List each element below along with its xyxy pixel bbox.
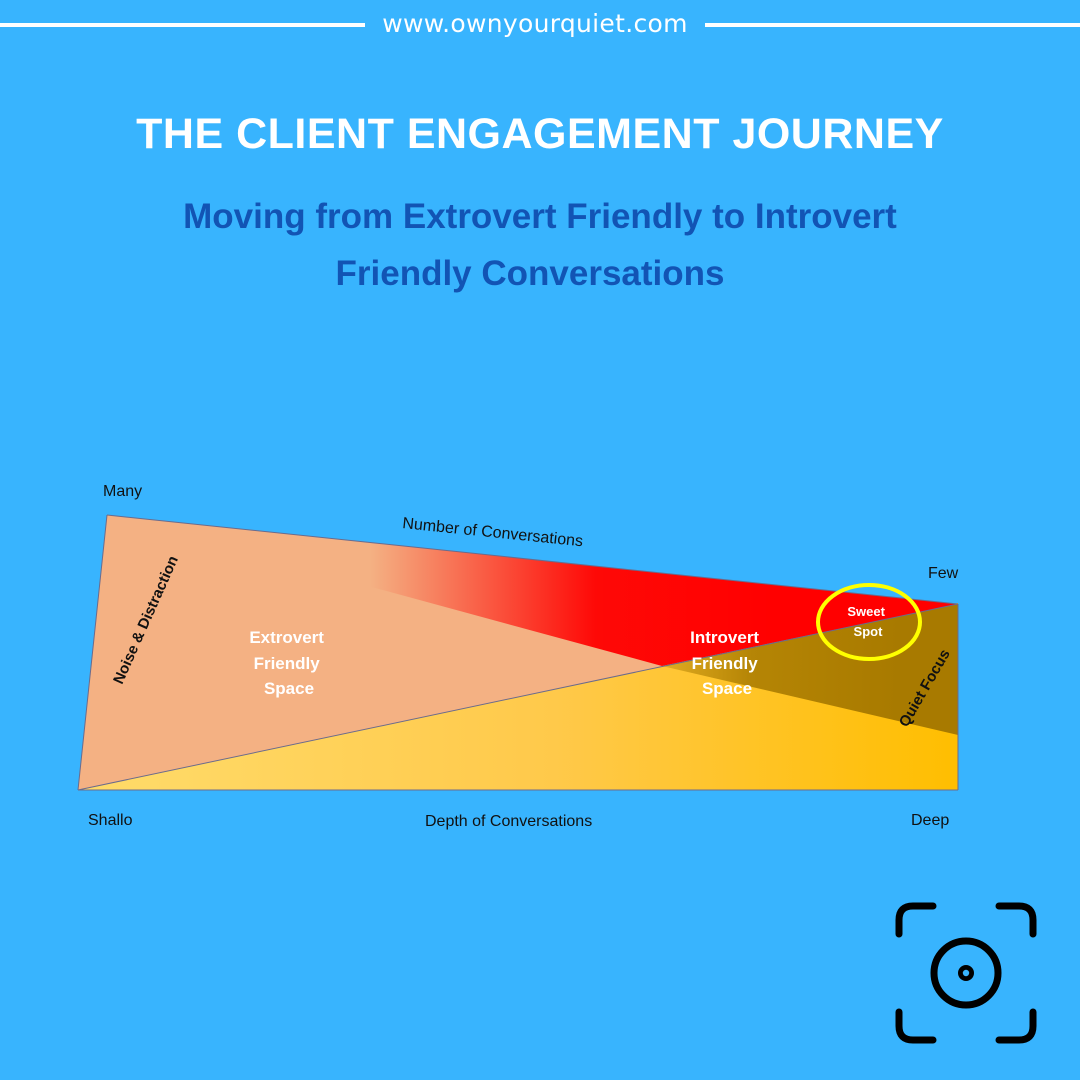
introvert-space-line-1: Introvert xyxy=(690,628,759,647)
sweet-spot-ring xyxy=(816,583,922,661)
extrovert-space-label: Extrovert Friendly Space xyxy=(249,628,328,698)
extrovert-space-line-1: Extrovert xyxy=(249,628,324,647)
extrovert-space-line-2: Friendly xyxy=(254,654,321,673)
sweet-spot-line-2: Spot xyxy=(854,624,884,639)
label-shallow: Shallo xyxy=(88,812,133,829)
header-rule-right xyxy=(705,23,1080,27)
sweet-spot-line-1: Sweet xyxy=(847,604,885,619)
site-url[interactable]: www.ownyourquiet.com xyxy=(382,9,688,38)
introvert-space-line-3: Space xyxy=(702,679,752,698)
sweet-spot-label: Sweet Spot xyxy=(847,604,888,639)
top-edge xyxy=(106,514,959,605)
subtitle-line-1: Moving from Extrovert Friendly to Introv… xyxy=(183,197,897,236)
red-wedge xyxy=(107,515,958,666)
camera-focus-icon xyxy=(895,902,1037,1044)
label-few: Few xyxy=(928,565,959,582)
diagonal-edge xyxy=(77,603,959,791)
extrovert-space-line-3: Space xyxy=(264,679,314,698)
header-rule-left xyxy=(0,23,365,27)
quiet-focus-band xyxy=(662,604,958,735)
subtitle-line-2: Friendly Conversations xyxy=(335,254,725,293)
label-many: Many xyxy=(103,483,142,500)
label-number-of-conversations: Number of Conversations xyxy=(402,515,584,550)
page-title: THE CLIENT ENGAGEMENT JOURNEY xyxy=(136,110,944,158)
introvert-space-line-2: Friendly xyxy=(692,654,759,673)
introvert-space-label: Introvert Friendly Space xyxy=(690,628,764,698)
label-deep: Deep xyxy=(911,812,949,829)
left-edge xyxy=(77,514,108,791)
label-depth-of-conversations: Depth of Conversations xyxy=(425,813,592,830)
